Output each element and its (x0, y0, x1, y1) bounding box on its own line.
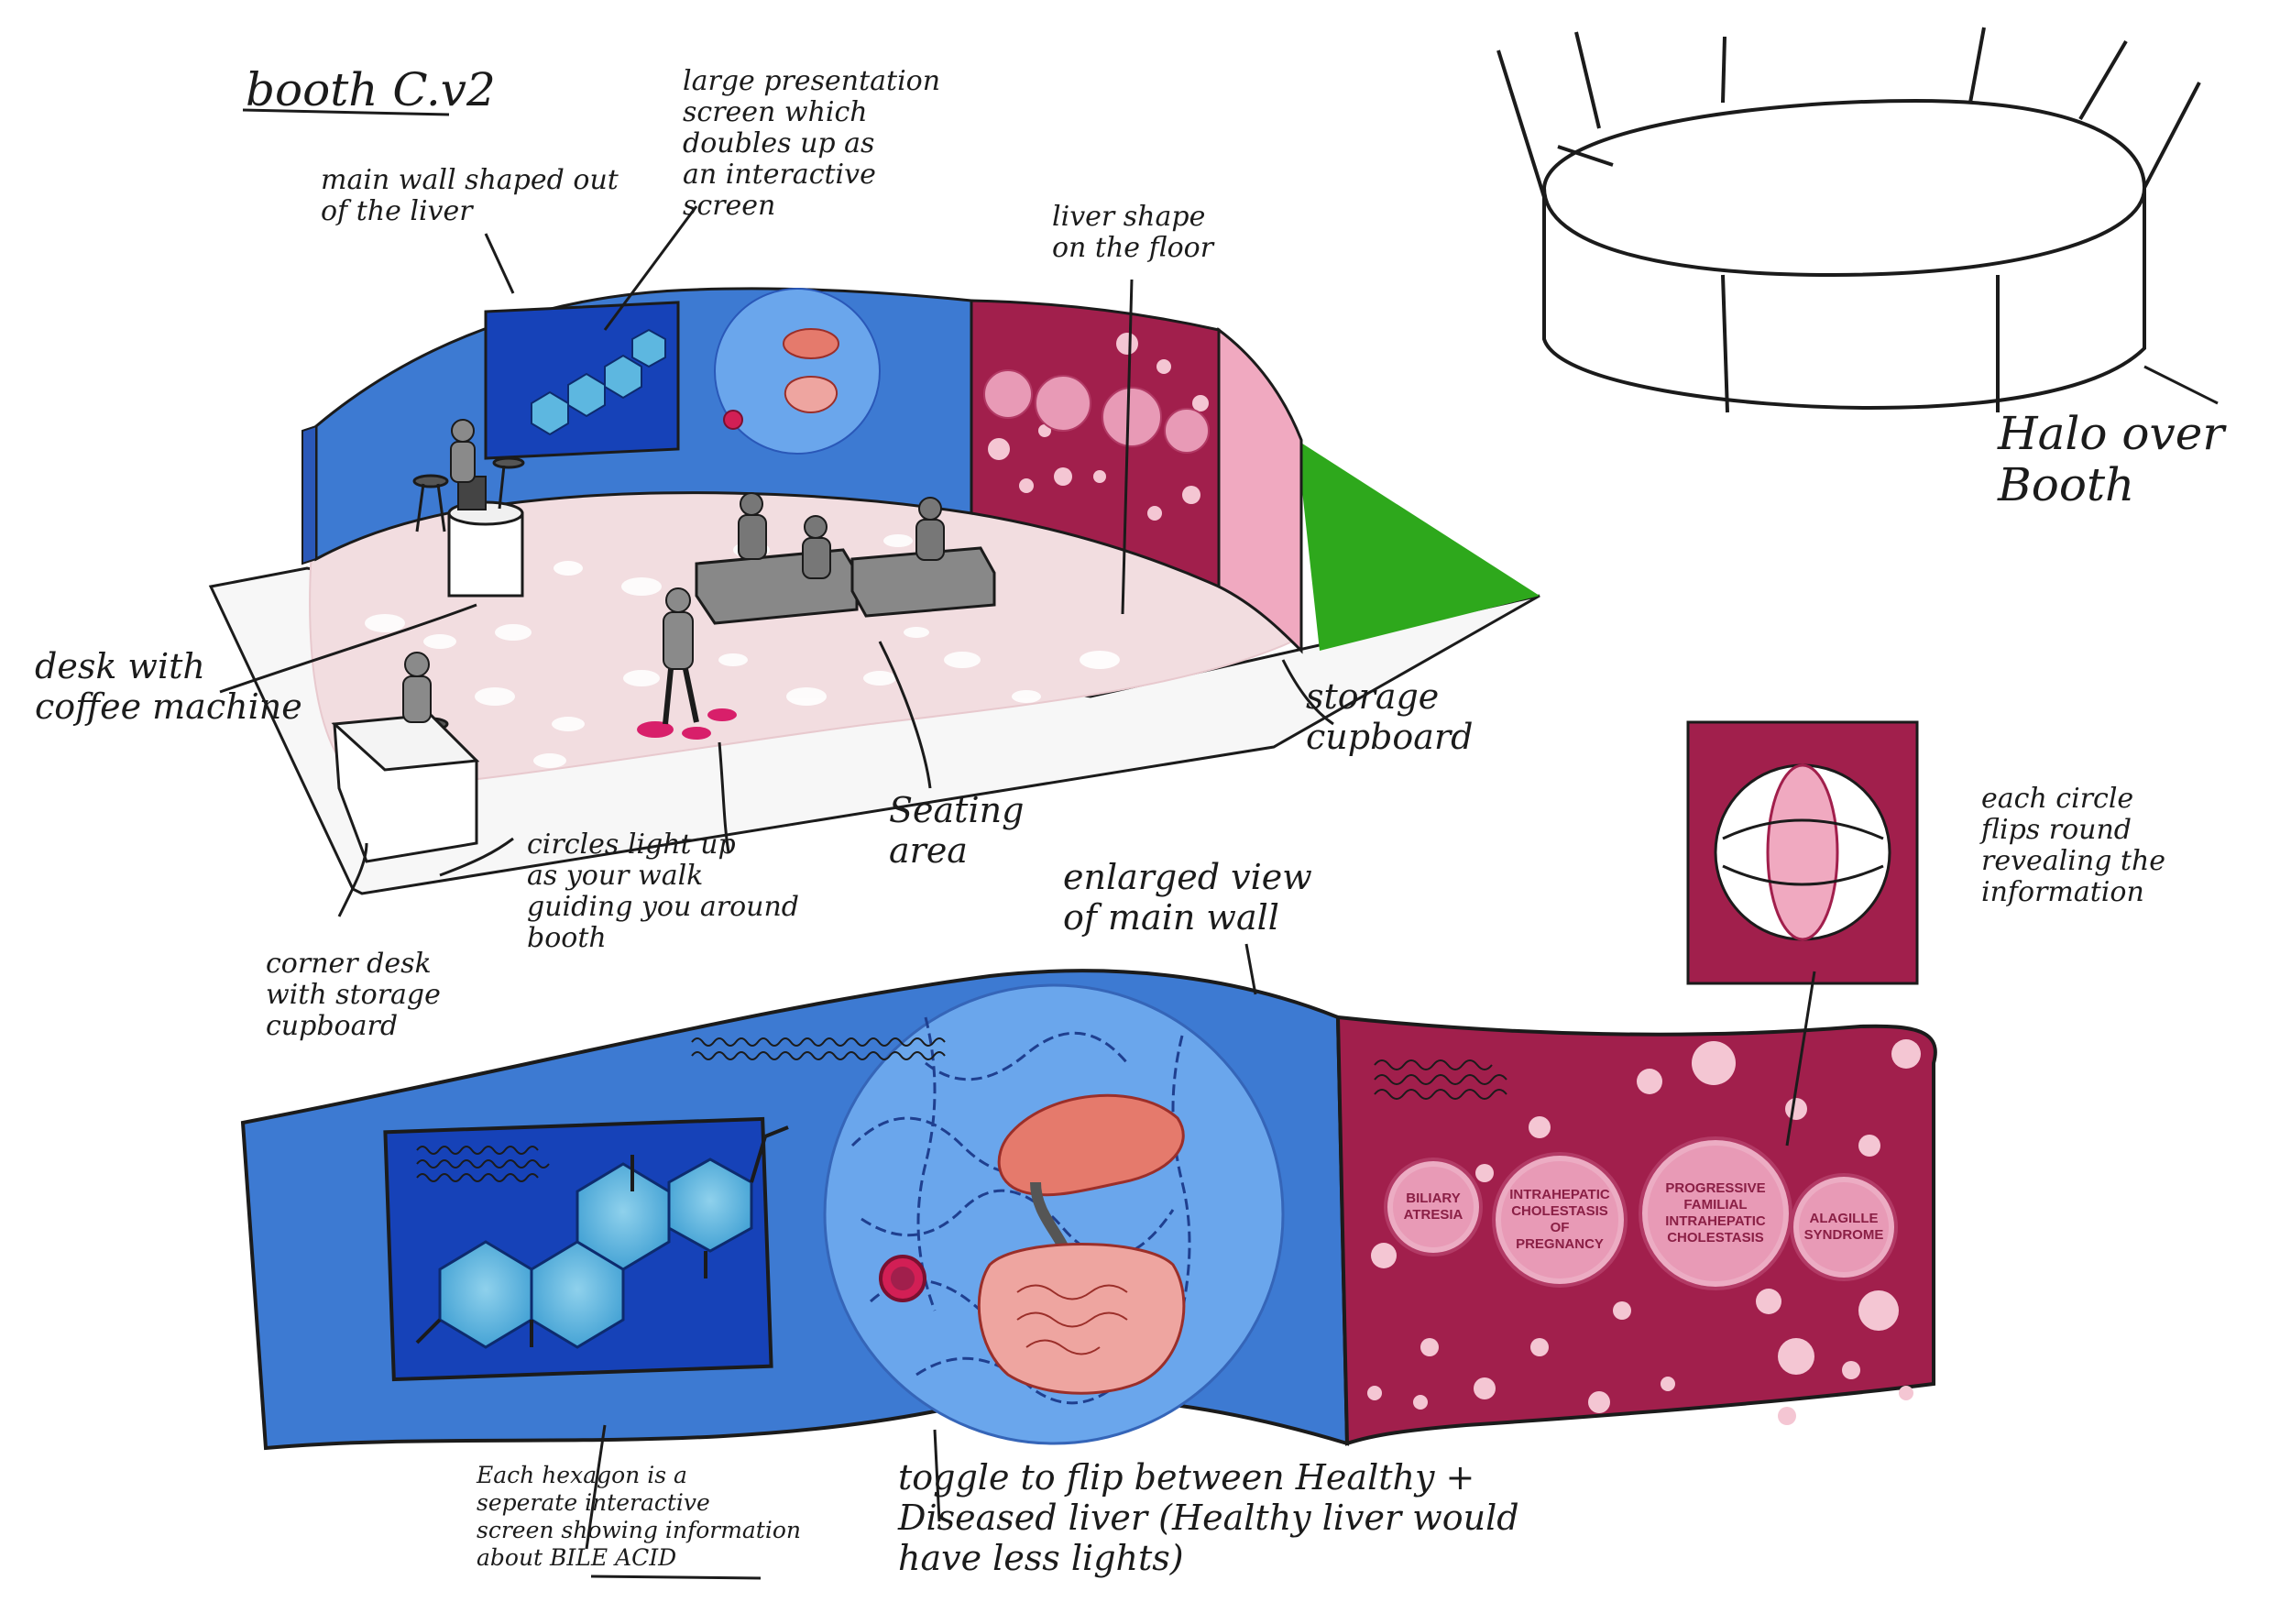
liver-organ (997, 1093, 1185, 1197)
intestine-coils (1016, 1284, 1128, 1355)
wall-liver-display (714, 288, 881, 455)
wall-condition-circles (983, 369, 1210, 454)
annotation-seating-area: Seating area (889, 790, 1025, 871)
enlarged-magenta-section (1335, 1015, 1937, 1446)
person-at-corner-desk (402, 652, 432, 723)
flipping-circle (1766, 763, 1839, 941)
wall-intestines (784, 376, 838, 414)
wall-liver-organ (783, 328, 839, 359)
walking-person (663, 587, 699, 725)
annotation-desk: desk with coffee machine (35, 646, 302, 727)
annotation-toggle: toggle to flip between Healthy + Disease… (898, 1457, 1519, 1578)
annotation-main-wall: main wall shaped out of the liver (321, 164, 619, 227)
lit-floor-circle (682, 727, 711, 740)
floor-light-circles (365, 534, 1120, 768)
main-wall-left-end (301, 424, 317, 565)
annotation-circles-light-up: circles light up as your walk guiding yo… (527, 828, 799, 954)
sketch-title: booth C.v2 (246, 63, 496, 116)
annotation-circle-flips: each circle flips round revealing the in… (1981, 783, 2166, 908)
enlarged-magenta-dots (1367, 1039, 1921, 1425)
seating-benches (695, 492, 996, 625)
annotation-presentation-screen: large presentation screen which doubles … (683, 65, 941, 222)
condition-label: ALAGILLE SYNDROME (1803, 1211, 1884, 1243)
condition-circle-progressive-familial: PROGRESSIVE FAMILIAL INTRAHEPATIC CHOLES… (1639, 1136, 1792, 1290)
enlarged-main-wall (240, 720, 1937, 1451)
halo-sketch (1496, 27, 2201, 413)
magenta-wall-dots (988, 333, 1209, 521)
wall-toggle-button (723, 410, 743, 430)
annotation-liver-floor: liver shape on the floor (1052, 201, 1214, 264)
hexagon-bonds (415, 1125, 789, 1347)
condition-circle-intrahepatic-cholestasis-pregnancy: INTRAHEPATIC CHOLESTASIS OF PREGNANCY (1492, 1152, 1628, 1288)
annotation-corner-desk: corner desk with storage cupboard (266, 948, 441, 1042)
annotation-enlarged-view: enlarged view of main wall (1063, 857, 1312, 938)
condition-label: PROGRESSIVE FAMILIAL INTRAHEPATIC CHOLES… (1665, 1180, 1766, 1245)
magenta-scribble-text (1374, 1059, 1507, 1100)
health-toggle-center (891, 1267, 915, 1290)
lit-floor-circle (707, 708, 737, 721)
corner-desk-top (331, 713, 480, 772)
circle-scribble-text (691, 1037, 946, 1060)
booth-perspective (208, 287, 1540, 895)
intestines-organ (977, 1243, 1186, 1395)
storage-cupboard-panel (1217, 326, 1303, 654)
condition-label: BILIARY ATRESIA (1403, 1191, 1463, 1223)
bile-duct (1030, 1181, 1069, 1249)
person-at-coffee-desk (450, 419, 476, 483)
lit-floor-circle (637, 721, 674, 738)
annotation-halo: Halo over Booth (1998, 407, 2225, 511)
condition-circle-alagille-syndrome: ALAGILLE SYNDROME (1790, 1173, 1898, 1281)
annotation-hexagon: Each hexagon is a seperate interactive s… (477, 1462, 802, 1571)
booth-green-side (1297, 440, 1540, 651)
condition-label: INTRAHEPATIC CHOLESTASIS OF PREGNANCY (1509, 1187, 1610, 1252)
annotation-storage-cupboard: storage cupboard (1306, 676, 1474, 757)
screen-scribble-text (416, 1146, 550, 1182)
annotation-pointers (219, 108, 2219, 1580)
flip-arrows (1722, 818, 1884, 886)
wall-screen-hexagons (531, 328, 666, 436)
condition-circle-biliary-atresia: BILIARY ATRESIA (1384, 1158, 1483, 1256)
